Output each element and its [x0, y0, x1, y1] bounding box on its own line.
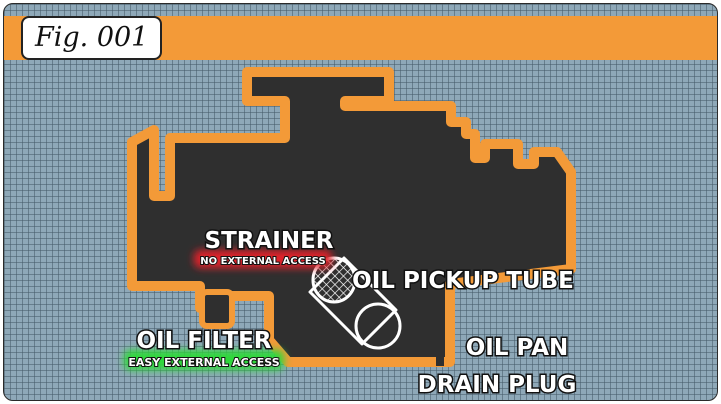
oil-pan-label: OIL PAN: [466, 335, 569, 361]
strainer-note: NO EXTERNAL ACCESS: [200, 256, 325, 267]
engine-block: [127, 67, 576, 367]
diagram-frame: Fig. 001: [3, 3, 718, 401]
strainer: [311, 256, 357, 304]
strainer-label: STRAINER: [205, 228, 334, 254]
filter-note-glow: [124, 350, 284, 370]
oil-filter-label: OIL FILTER: [136, 328, 271, 354]
strainer-note-glow: [194, 250, 332, 268]
engine-diagram: STRAINER NO EXTERNAL ACCESS OIL PICKUP T…: [124, 67, 578, 400]
figure-label: Fig. 001: [21, 16, 163, 60]
drain-plug: [436, 344, 444, 366]
oil-filter-canister: [199, 289, 235, 329]
oil-pickup-tube-label: OIL PICKUP TUBE: [352, 268, 574, 294]
oil-filter-note: EASY EXTERNAL ACCESS: [128, 356, 279, 369]
drain-plug-label: DRAIN PLUG: [418, 372, 577, 398]
